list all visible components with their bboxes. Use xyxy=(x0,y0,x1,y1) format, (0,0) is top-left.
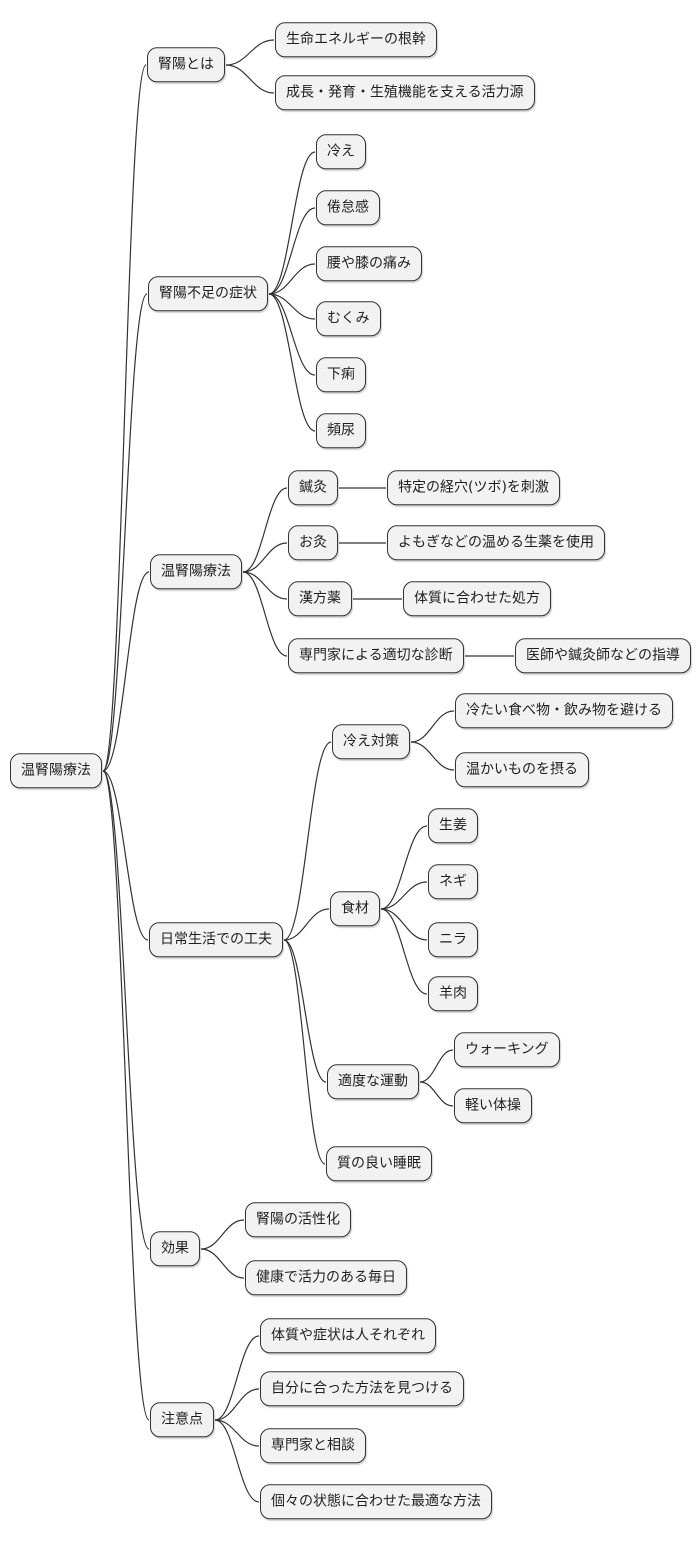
mindmap-edge xyxy=(268,207,316,295)
mindmap-node-daily-life-improvements: 日常生活での工夫 xyxy=(149,922,283,958)
mindmap-node-prescription-matched-to-constitution: 体質に合わせた処方 xyxy=(403,581,551,617)
mindmap-node-healthy-vital-everyday: 健康で活力のある毎日 xyxy=(245,1260,407,1296)
mindmap-edge xyxy=(102,770,149,941)
mindmap-node-lamb: 羊肉 xyxy=(428,976,478,1012)
mindmap-node-proper-professional-diagnosis: 専門家による適切な診断 xyxy=(288,638,464,674)
mindmap-edge xyxy=(102,64,147,772)
mindmap-edge xyxy=(242,542,288,573)
mindmap-edge xyxy=(200,1219,245,1250)
mindmap-edge xyxy=(225,64,275,94)
mindmap-edge xyxy=(419,1049,454,1083)
mindmap-node-consult-professionals: 専門家と相談 xyxy=(260,1428,366,1464)
mindmap-edge xyxy=(380,908,428,941)
mindmap-node-constitution-varies-by-person: 体質や症状は人それぞれ xyxy=(260,1318,436,1354)
mindmap-edge xyxy=(102,770,150,1421)
mindmap-edge xyxy=(102,571,150,772)
mindmap-edge xyxy=(419,1081,454,1107)
mindmap-node-quality-sleep: 質の良い睡眠 xyxy=(326,1146,432,1182)
mindmap-edge xyxy=(102,293,148,772)
mindmap-node-moderate-exercise: 適度な運動 xyxy=(327,1064,419,1100)
mindmap-edge xyxy=(268,263,316,295)
mindmap-edge xyxy=(283,741,332,941)
mindmap-node-coldness: 冷え xyxy=(316,134,366,170)
mindmap-edge xyxy=(410,741,455,771)
mindmap-edge xyxy=(242,571,288,657)
mindmap-node-walking: ウォーキング xyxy=(454,1032,560,1068)
mindmap-node-growth-development-reproduction-vitality: 成長・発育・生殖機能を支える活力源 xyxy=(275,75,535,111)
mindmap-node-warming-kidney-yang-treatments: 温腎陽療法 xyxy=(150,554,242,590)
mindmap-edge xyxy=(268,293,316,432)
mindmap-node-ginger: 生姜 xyxy=(428,808,478,844)
mindmap-node-cautions: 注意点 xyxy=(150,1402,214,1438)
mindmap-edge xyxy=(268,293,316,320)
mindmap-edge xyxy=(283,939,326,1165)
mindmap-node-frequent-urination: 頻尿 xyxy=(316,413,366,449)
mindmap-node-what-is-kidney-yang: 腎陽とは xyxy=(147,47,225,83)
mindmap-edge xyxy=(380,881,428,910)
mindmap-edge xyxy=(380,908,428,995)
mindmap-node-diarrhea: 下痢 xyxy=(316,357,366,393)
mindmap-node-guidance-from-doctors-acupuncturists: 医師や鍼灸師などの指導 xyxy=(515,638,691,674)
mindmap-node-take-warm-things: 温かいものを摂る xyxy=(455,752,589,788)
mindmap-edge xyxy=(380,825,428,910)
mindmap-edge xyxy=(102,770,150,1250)
mindmap-node-light-gymnastics: 軽い体操 xyxy=(454,1088,532,1124)
mindmap-node-acupuncture: 鍼灸 xyxy=(288,470,338,506)
mindmap-edge xyxy=(214,1419,260,1447)
mindmap-node-effects: 効果 xyxy=(150,1231,200,1267)
mindmap-node-fatigue: 倦怠感 xyxy=(316,190,380,226)
mindmap-edge xyxy=(214,1335,260,1421)
mindmap-edge xyxy=(214,1419,260,1503)
mindmap-node-garlic-chives: ニラ xyxy=(428,922,478,958)
mindmap-node-warming-kidney-yang-therapy: 温腎陽療法 xyxy=(10,753,102,789)
mindmap-node-warming-herbs-like-mugwort: よもぎなどの温める生薬を使用 xyxy=(387,525,605,561)
mindmap-node-green-onion: ネギ xyxy=(428,864,478,900)
mindmap-node-moxibustion: お灸 xyxy=(288,525,338,561)
mindmap-edge xyxy=(214,1388,260,1421)
mindmap-node-low-back-and-knee-pain: 腰や膝の痛み xyxy=(316,246,422,282)
mindmap-node-kampo-medicine: 漢方薬 xyxy=(288,581,352,617)
mindmap-edge xyxy=(283,908,330,941)
mindmap-edge xyxy=(283,939,327,1083)
mindmap-edge xyxy=(268,151,316,295)
mindmap-node-life-energy-foundation: 生命エネルギーの根幹 xyxy=(275,22,437,58)
mindmap-edge xyxy=(268,293,316,376)
mindmap-node-kidney-yang-activation: 腎陽の活性化 xyxy=(245,1202,351,1238)
mindmap-node-find-your-own-method: 自分に合った方法を見つける xyxy=(260,1371,464,1407)
mindmap-node-ingredients: 食材 xyxy=(330,891,380,927)
mindmap-edge xyxy=(242,571,288,600)
mindmap-edge xyxy=(225,39,275,66)
mindmap-node-avoid-cold-food-drink: 冷たい食べ物・飲み物を避ける xyxy=(455,693,673,729)
mindmap-node-optimal-method-for-individual-condition: 個々の状態に合わせた最適な方法 xyxy=(260,1484,492,1520)
mindmap-node-stimulate-specific-acupoints: 特定の経穴(ツボ)を刺激 xyxy=(387,470,560,506)
mindmap-edge xyxy=(410,710,455,743)
mindmap-edge xyxy=(200,1248,245,1279)
mindmap-node-swelling: むくみ xyxy=(316,301,381,337)
mindmap-node-cold-prevention: 冷え対策 xyxy=(332,724,410,760)
mindmap-node-kidney-yang-deficiency-symptoms: 腎陽不足の症状 xyxy=(148,276,268,312)
mindmap-edge xyxy=(242,487,288,573)
